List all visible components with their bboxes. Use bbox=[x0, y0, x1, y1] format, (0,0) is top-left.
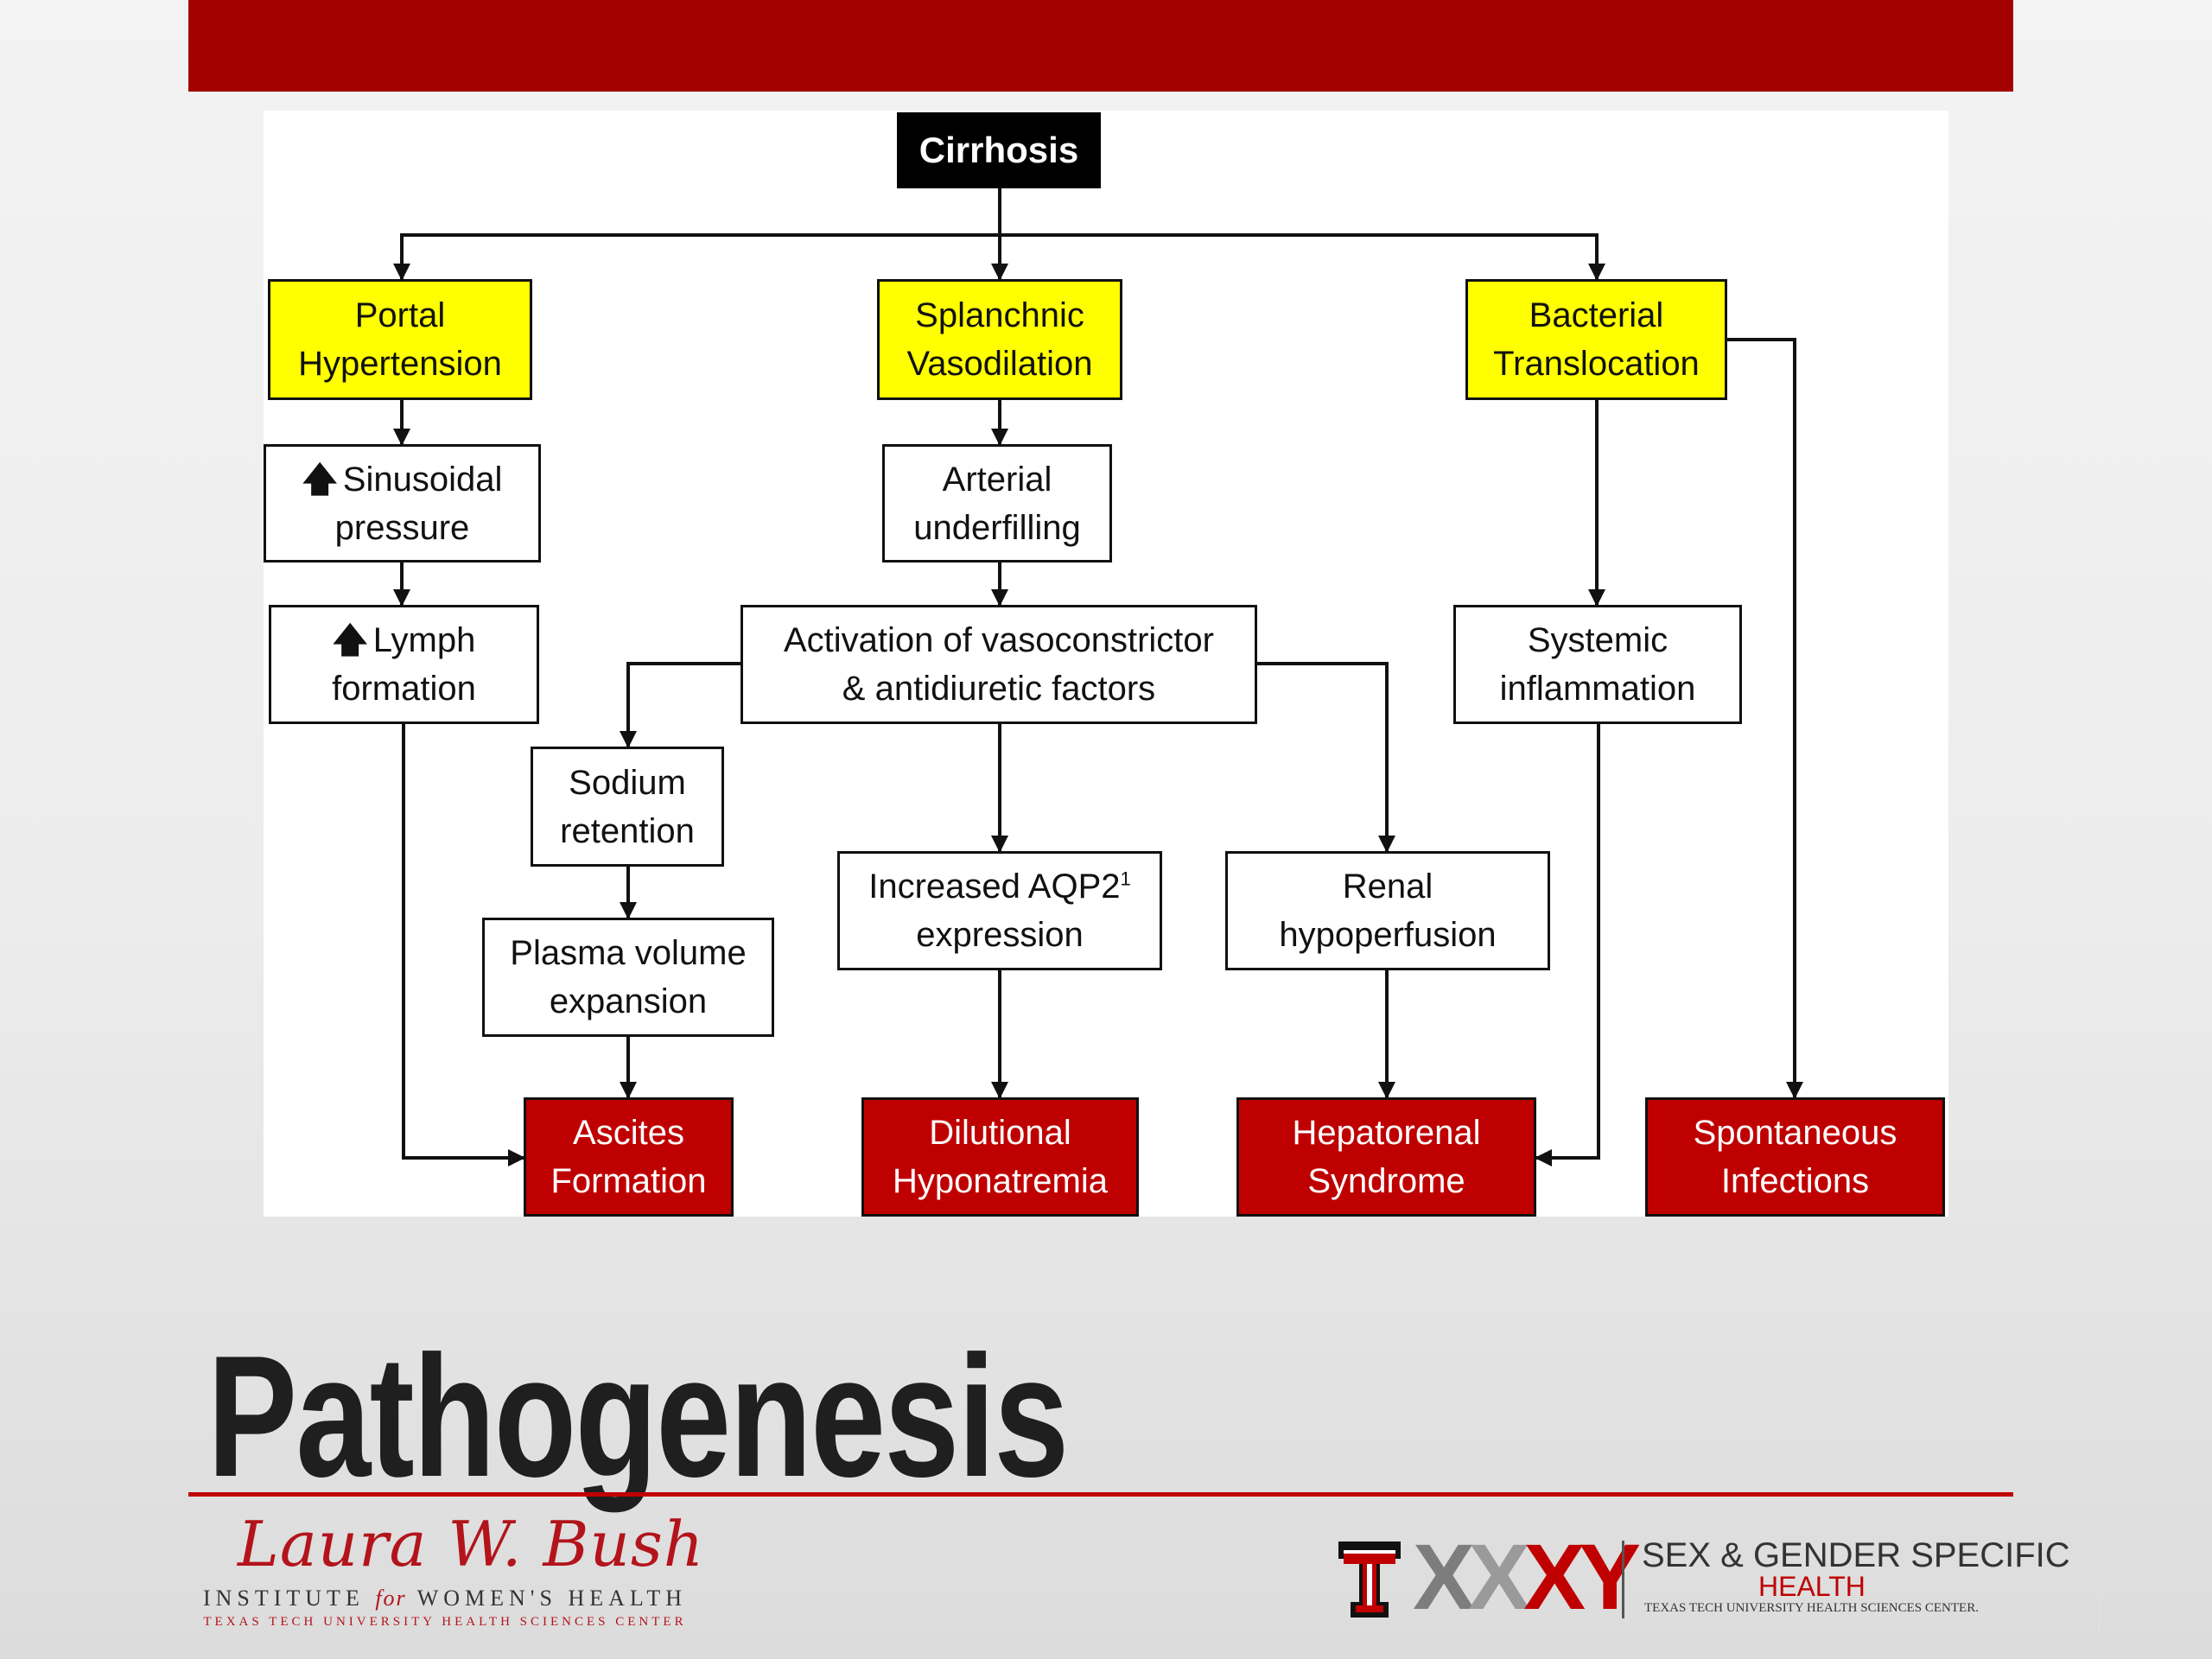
connector-root-portal bbox=[393, 188, 1001, 281]
xxy-logo: XXXY bbox=[1413, 1529, 1641, 1624]
infections-line1: Spontaneous bbox=[1693, 1114, 1897, 1152]
renal-hypoperfusion-line2: hypoperfusion bbox=[1279, 916, 1497, 954]
activation-line1: Activation of vasoconstrictor bbox=[784, 621, 1214, 659]
renal-hypoperfusion-line1: Renal bbox=[1342, 868, 1433, 906]
infections-line2: Infections bbox=[1720, 1162, 1870, 1200]
splanchnic-vasodilation-line2: Vasodilation bbox=[906, 345, 1093, 383]
splanchnic-vasodilation-line1: Splanchnic bbox=[915, 296, 1084, 334]
connector-activation-renal bbox=[1257, 662, 1395, 853]
portal-hypertension-line1: Portal bbox=[354, 296, 446, 334]
lymph-formation-line2: formation bbox=[332, 670, 476, 708]
connector-root-bacterial bbox=[1000, 233, 1605, 281]
connector-bacterial-infections bbox=[1724, 338, 1803, 1099]
plasma-volume-line2: expansion bbox=[549, 982, 708, 1020]
cirrhosis-box: Cirrhosis bbox=[897, 112, 1101, 188]
hyponatremia-line2: Hyponatremia bbox=[892, 1162, 1108, 1200]
lwb-institute-line: INSTITUTE for WOMEN'S HEALTH bbox=[177, 1586, 713, 1611]
sinusoidal-pressure-box: 🡅Sinusoidal pressure bbox=[264, 444, 541, 563]
ttuhsc-label: TEXAS TECH UNIVERSITY HEALTH SCIENCES CE… bbox=[1644, 1601, 1979, 1615]
laura-w-bush-institute-logo: Laura W. Bush INSTITUTE for WOMEN'S HEAL… bbox=[177, 1508, 713, 1637]
activation-line2: & antidiuretic factors bbox=[842, 670, 1156, 708]
cirrhosis-label: Cirrhosis bbox=[918, 130, 1079, 170]
logo-divider bbox=[1622, 1541, 1624, 1618]
lwb-signature: Laura W. Bush bbox=[238, 1508, 705, 1580]
texas-tech-double-t-icon bbox=[1338, 1541, 1401, 1618]
connector-activation-sodium bbox=[620, 662, 741, 748]
lwb-university-line: TEXAS TECH UNIVERSITY HEALTH SCIENCES CE… bbox=[203, 1615, 687, 1629]
aqp2-footnote-mark: 1 bbox=[1120, 868, 1131, 890]
lwb-womens-health-words: WOMEN'S HEALTH bbox=[416, 1586, 688, 1611]
ascites-line2: Formation bbox=[550, 1162, 707, 1200]
bacterial-translocation-line1: Bacterial bbox=[1529, 296, 1664, 334]
systemic-inflammation-box: Systemic inflammation bbox=[1453, 605, 1742, 724]
aqp2-line2: expression bbox=[916, 916, 1084, 954]
top-accent-bar bbox=[188, 0, 2013, 92]
title-underline bbox=[188, 1492, 2013, 1497]
activation-box: Activation of vasoconstrictor & antidiure… bbox=[741, 605, 1257, 724]
sinusoidal-pressure-line2: pressure bbox=[334, 508, 470, 547]
bacterial-translocation-line2: Translocation bbox=[1493, 345, 1700, 383]
ascites-line1: Ascites bbox=[573, 1114, 684, 1152]
xxy-letter-1: X bbox=[1413, 1524, 1475, 1629]
xxy-letters-3: XY bbox=[1523, 1524, 1641, 1629]
sodium-retention-box: Sodium retention bbox=[531, 747, 724, 867]
lymph-formation-box: 🡅Lymph formation bbox=[269, 605, 539, 724]
xxy-letter-2: X bbox=[1468, 1524, 1530, 1629]
hepatorenal-line2: Syndrome bbox=[1307, 1162, 1465, 1200]
systemic-inflammation-line1: Systemic bbox=[1527, 621, 1669, 659]
lymph-formation-line1: Lymph bbox=[372, 621, 476, 659]
up-arrow-icon: 🡅 bbox=[302, 460, 338, 499]
renal-hypoperfusion-box: Renal hypoperfusion bbox=[1225, 851, 1550, 970]
arterial-underfilling-line2: underfilling bbox=[913, 508, 1081, 547]
sodium-retention-line2: retention bbox=[560, 811, 695, 850]
hyponatremia-line1: Dilutional bbox=[929, 1114, 1071, 1152]
aqp2-line1: Increased AQP2 bbox=[868, 868, 1121, 906]
up-arrow-icon: 🡅 bbox=[332, 621, 368, 659]
arterial-underfilling-box: Arterial underfilling bbox=[882, 444, 1112, 563]
edge-line bbox=[2098, 1503, 2100, 1633]
plasma-volume-box: Plasma volume expansion bbox=[482, 918, 774, 1037]
systemic-inflammation-line2: inflammation bbox=[1499, 670, 1696, 708]
arterial-underfilling-line1: Arterial bbox=[942, 460, 1052, 499]
sinusoidal-pressure-line1: Sinusoidal bbox=[342, 460, 503, 499]
aqp2-expression-box: Increased AQP21 expression bbox=[837, 851, 1162, 970]
slide-title: Pathogenesis bbox=[207, 1320, 1069, 1513]
plasma-volume-line1: Plasma volume bbox=[510, 934, 747, 972]
connector-inflammation-hepatorenal bbox=[1535, 724, 1600, 1166]
lwb-for-word: for bbox=[375, 1586, 407, 1611]
sex-gender-specific-label: SEX & GENDER SPECIFIC bbox=[1642, 1536, 2070, 1574]
lwb-institute-word: INSTITUTE bbox=[202, 1586, 365, 1611]
sodium-retention-line1: Sodium bbox=[569, 763, 686, 802]
portal-hypertension-line2: Hypertension bbox=[298, 345, 502, 383]
hepatorenal-line1: Hepatorenal bbox=[1292, 1114, 1481, 1152]
health-label: HEALTH bbox=[1758, 1571, 1866, 1602]
connector-lymph-ascites bbox=[402, 724, 525, 1166]
